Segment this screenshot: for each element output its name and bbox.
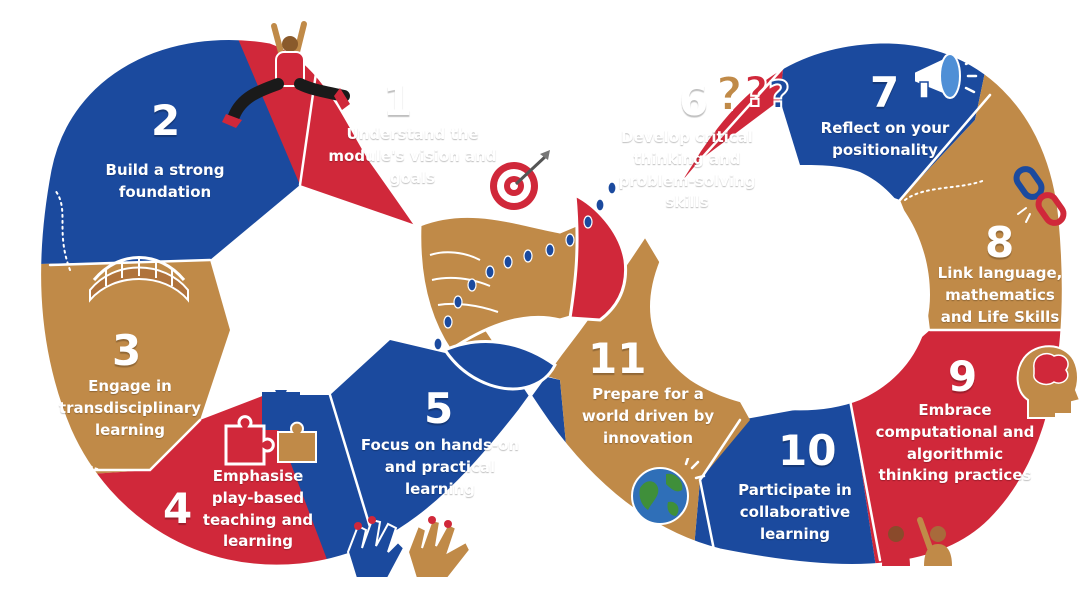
svg-text:?: ? (744, 67, 768, 116)
dotted-paths (19, 179, 986, 471)
step-label-8: Link language, mathematics and Life Skil… (937, 264, 1063, 326)
step-label-9: Embrace computational and algorithmic th… (875, 401, 1035, 485)
step-label-11: Prepare for a world driven by innovation (581, 385, 715, 447)
loop-outline (38, 37, 1065, 568)
step-number-11: 11 (588, 334, 647, 383)
svg-text:?: ? (768, 73, 790, 117)
globe-icon (631, 458, 706, 525)
step-number-1: 1 (383, 76, 413, 125)
high-five-icon (882, 517, 952, 566)
step-label-2: Build a strong foundation (105, 161, 225, 201)
chain-link-icon (1013, 166, 1069, 226)
footprints (433, 181, 617, 351)
step-number-9: 9 (948, 352, 978, 401)
bridge-icon (89, 256, 189, 303)
brain-head-icon (1016, 345, 1082, 419)
step-number-10: 10 (778, 426, 837, 475)
step-label-5: Focus on hands-on and practical learning (360, 436, 520, 498)
step-number-4: 4 (163, 484, 193, 533)
jumping-person-icon (222, 21, 350, 128)
puzzle-icon (224, 390, 317, 466)
question-marks-icon: ? ? ? (715, 66, 791, 122)
step-number-5: 5 (424, 384, 454, 433)
svg-text:?: ? (716, 67, 743, 121)
step-number-7: 7 (870, 68, 900, 117)
step-number-2: 2 (151, 96, 181, 145)
step-number-3: 3 (112, 326, 142, 375)
step-number-8: 8 (985, 218, 1015, 267)
megaphone-icon (913, 53, 978, 99)
painted-hands-icon (346, 516, 472, 579)
step-label-4: Emphasise play-based teaching and learni… (202, 467, 314, 551)
step-label-7: Reflect on your positionality (820, 119, 950, 159)
step-label-3: Engage in transdisciplinary learning (58, 377, 202, 439)
handshake (418, 192, 628, 391)
target-icon (484, 150, 550, 216)
step-label-10: Participate in collaborative learning (738, 481, 852, 543)
segment-10 (690, 400, 880, 567)
step-label-6: Develop critical thinking and problem-so… (618, 128, 756, 212)
step-label-1: Understand the module's vision and goals (328, 125, 497, 187)
step-number-6: 6 (679, 76, 709, 125)
